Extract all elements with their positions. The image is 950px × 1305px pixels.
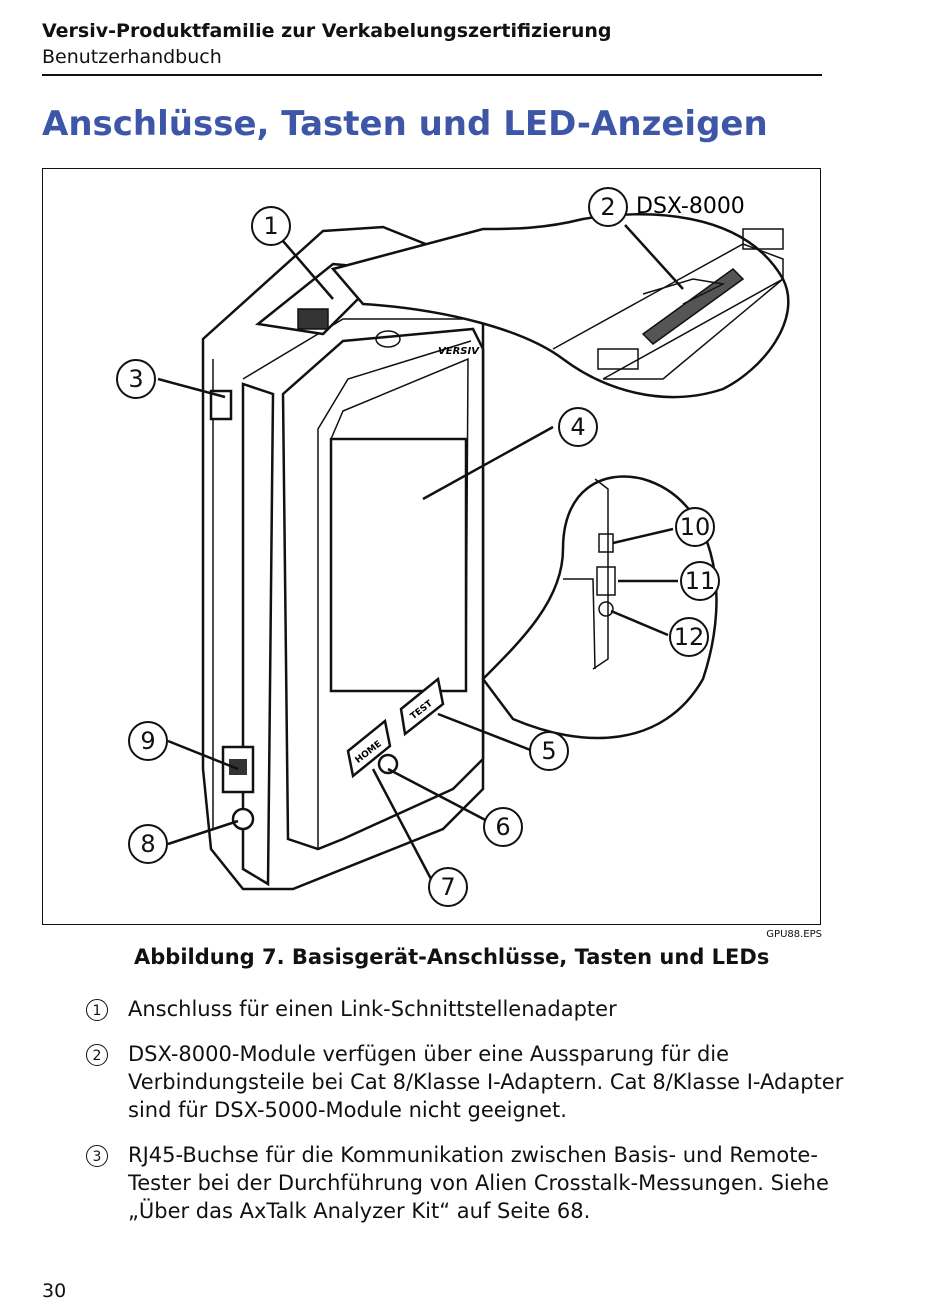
svg-text:9: 9	[140, 727, 155, 755]
model-label: DSX-8000	[636, 194, 745, 219]
device-illustration: VERSIV TEST HOME	[116, 187, 790, 907]
ac-adapter-port	[231, 807, 255, 831]
figure-reference: GPU88.EPS	[766, 929, 822, 940]
legend-number: 2	[86, 1044, 108, 1066]
touchscreen	[329, 437, 468, 693]
running-header-subtitle: Benutzerhandbuch	[42, 46, 222, 68]
callout-4: 4	[558, 407, 598, 447]
legend-number: 1	[86, 999, 108, 1021]
svg-text:1: 1	[263, 212, 278, 240]
page-number: 30	[42, 1280, 67, 1302]
legend-text: Anschluss für einen Link-Schnittstellena…	[128, 997, 617, 1021]
side-ports-detail-bubble	[481, 475, 718, 740]
legend-number: 3	[86, 1145, 108, 1167]
callout-7: 7	[428, 867, 468, 907]
legend-item: 3 RJ45-Buchse für die Kommunikation zwis…	[86, 1141, 846, 1225]
headset-jack	[598, 601, 614, 617]
svg-text:3: 3	[128, 365, 143, 393]
legend-text: DSX-8000-Module verfügen über eine Aussp…	[128, 1042, 844, 1122]
callout-6: 6	[483, 807, 523, 847]
callout-5: 5	[529, 731, 569, 771]
connector-detail-bubble	[330, 213, 790, 399]
svg-text:8: 8	[140, 830, 155, 858]
svg-text:6: 6	[495, 813, 510, 841]
svg-text:7: 7	[440, 873, 455, 901]
brand-label: VERSIV	[438, 346, 480, 357]
svg-text:12: 12	[674, 623, 705, 651]
legend-list: 1 Anschluss für einen Link-Schnittstelle…	[86, 995, 846, 1242]
header-divider	[42, 74, 822, 76]
callout-9: 9	[128, 721, 168, 761]
callout-12: 12	[669, 617, 709, 657]
callout-1: 1	[251, 206, 291, 246]
device-figure: VERSIV TEST HOME	[42, 168, 821, 925]
callout-8: 8	[128, 824, 168, 864]
legend-item: 1 Anschluss für einen Link-Schnittstelle…	[86, 995, 846, 1023]
usb-a-port	[596, 566, 616, 596]
figure-caption: Abbildung 7. Basisgerät-Anschlüsse, Tast…	[134, 945, 770, 969]
callout-leaders	[157, 224, 684, 880]
svg-text:4: 4	[570, 413, 585, 441]
legend-item: 2 DSX-8000-Module verfügen über eine Aus…	[86, 1040, 846, 1124]
running-header-title: Versiv-Produktfamilie zur Verkabelungsze…	[42, 20, 612, 42]
svg-text:10: 10	[680, 513, 711, 541]
callout-10: 10	[675, 507, 715, 547]
callout-11: 11	[680, 561, 720, 601]
page-title: Anschlüsse, Tasten und LED-Anzeigen	[42, 104, 768, 144]
power-button	[377, 753, 399, 775]
svg-text:5: 5	[541, 737, 556, 765]
test-button: TEST	[399, 676, 445, 737]
svg-text:11: 11	[685, 567, 716, 595]
svg-text:2: 2	[600, 193, 615, 221]
callout-2: 2	[588, 187, 628, 227]
legend-text: RJ45-Buchse für die Kommunikation zwisch…	[128, 1143, 829, 1223]
callout-3: 3	[116, 359, 156, 399]
tester-body: VERSIV TEST HOME	[201, 225, 485, 891]
